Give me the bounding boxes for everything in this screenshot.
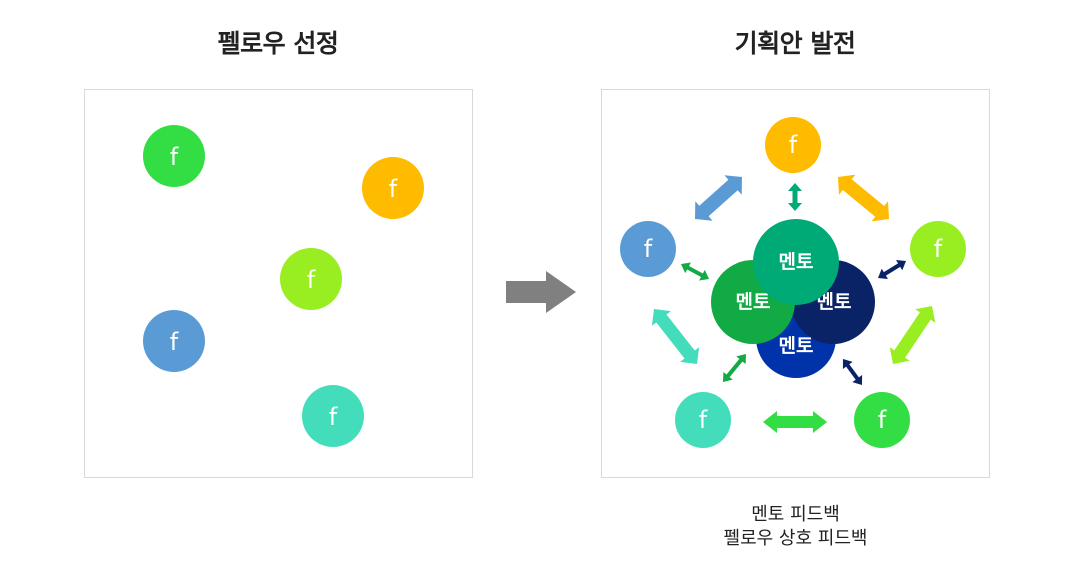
fellow-circle-lime: f — [280, 248, 342, 310]
fellow-circle-lime-right: f — [910, 221, 966, 277]
arrow-top-right — [838, 174, 889, 222]
fellow-label: f — [329, 403, 338, 431]
arrow-left-lower — [651, 309, 700, 364]
fellow-label: f — [934, 235, 943, 263]
arrow-mid-right — [878, 260, 906, 279]
caption-peer-feedback: 펠로우 상호 피드백 — [723, 528, 868, 549]
arrow-top-left — [695, 175, 742, 221]
fellow-circle-teal-bottom: f — [675, 392, 731, 448]
caption-mentor-feedback: 멘토 피드백 — [751, 504, 840, 525]
arrow-right-lower — [889, 306, 936, 364]
fellow-circle-blue-left: f — [620, 221, 676, 277]
arrow-bottom — [763, 411, 827, 433]
mentor-label: 멘토 — [736, 291, 771, 313]
feedback-arrows — [651, 174, 936, 433]
fellow-label: f — [307, 266, 316, 294]
fellow-circle-yellow: f — [362, 157, 424, 219]
arrow-bottom-left — [723, 354, 746, 382]
left-section-title: 펠로우 선정 — [217, 29, 339, 58]
fellow-circle-green-bottom: f — [854, 392, 910, 448]
mentor-label: 멘토 — [779, 251, 814, 273]
fellow-label: f — [170, 328, 179, 356]
fellow-circle-blue: f — [143, 310, 205, 372]
fellow-label: f — [389, 175, 398, 203]
mentor-label: 멘토 — [817, 291, 852, 313]
fellow-label: f — [699, 406, 708, 434]
right-section-title: 기획안 발전 — [734, 29, 856, 58]
transition-arrow — [506, 271, 576, 313]
arrow-mid-left — [681, 262, 709, 281]
mentor-label: 멘토 — [779, 335, 814, 357]
fellow-label: f — [878, 406, 887, 434]
fellow-circle-teal: f — [302, 385, 364, 447]
fellow-circle-green: f — [143, 125, 205, 187]
arrow-top — [788, 183, 802, 211]
fellow-label: f — [644, 235, 653, 263]
fellow-circle-yellow-top: f — [765, 117, 821, 173]
fellow-label: f — [789, 131, 798, 159]
mentor-circle-teal: 멘토 — [753, 219, 839, 305]
arrow-bottom-right — [842, 359, 863, 385]
fellow-label: f — [170, 143, 179, 171]
